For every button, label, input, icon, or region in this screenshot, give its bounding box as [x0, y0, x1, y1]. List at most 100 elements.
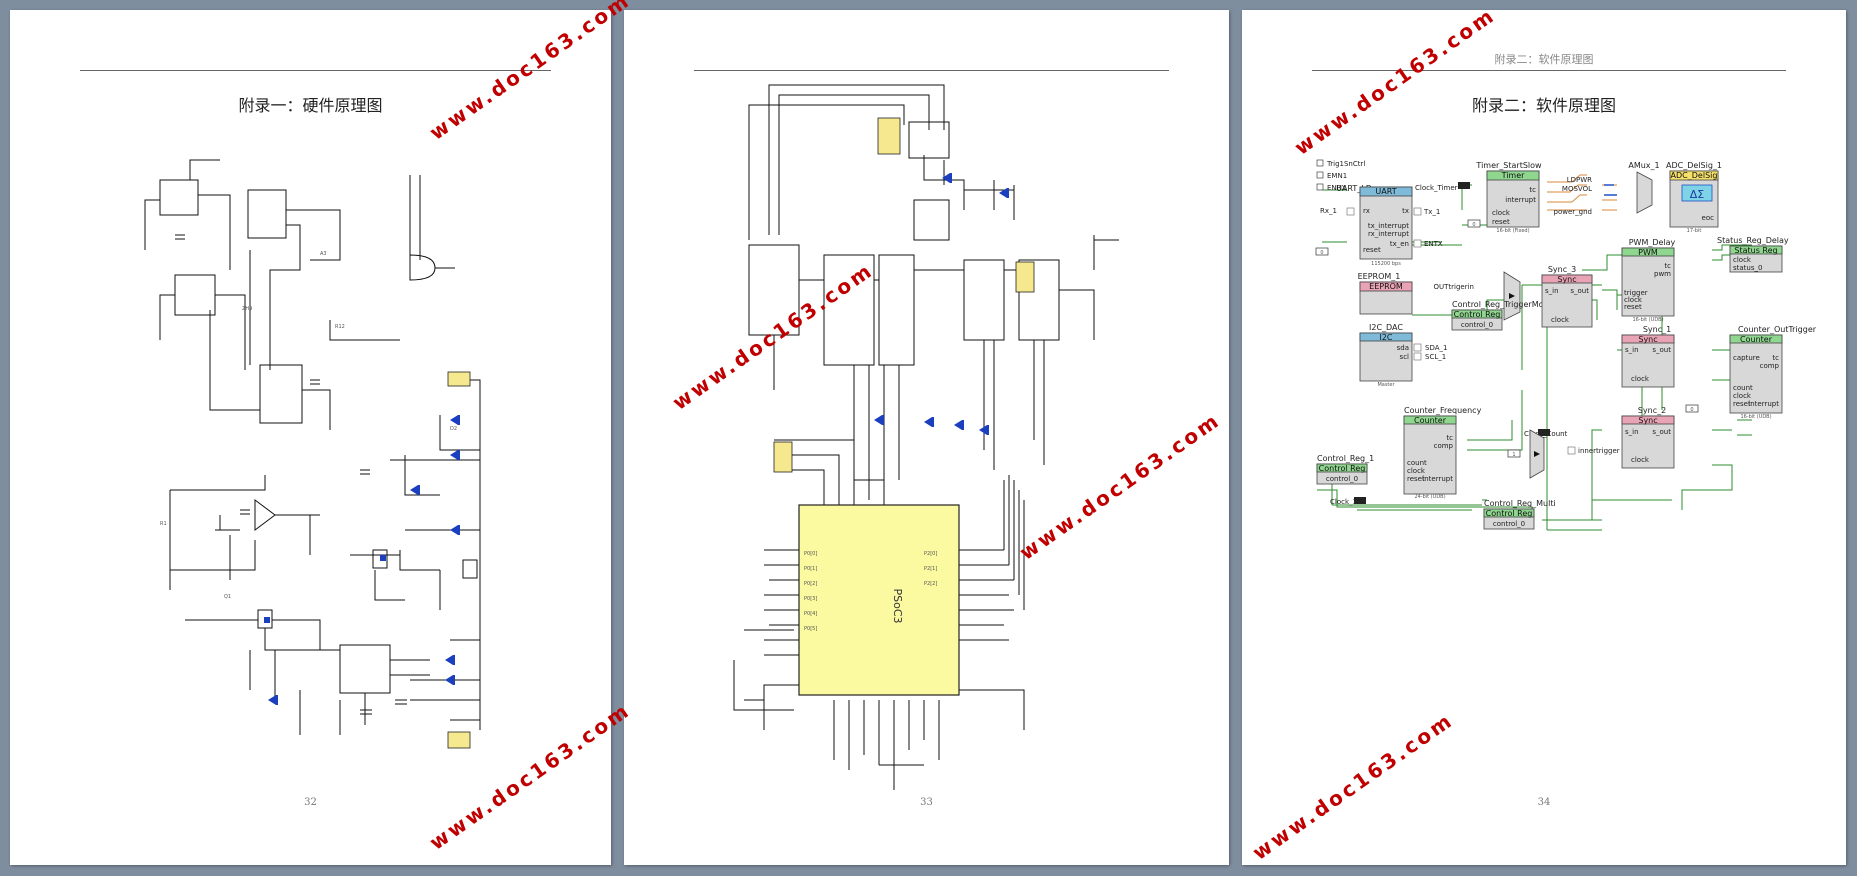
svg-text:Status Reg: Status Reg [1734, 246, 1777, 255]
svg-text:tc: tc [1664, 262, 1671, 270]
svg-text:P0[3]: P0[3] [804, 596, 817, 602]
svg-text:Timer_StartSlow: Timer_StartSlow [1475, 161, 1542, 170]
sync2-block: Sync_2 Sync s_in s_out clock [1621, 406, 1675, 469]
amux-block: AMux_1 [1628, 161, 1660, 214]
entx-label: ENTX [1424, 240, 1443, 248]
svg-text:reset: reset [1492, 218, 1510, 226]
svg-text:115200 bps: 115200 bps [1371, 261, 1401, 267]
svg-text:count: count [1407, 459, 1427, 467]
svg-text:Sync_2: Sync_2 [1638, 406, 1666, 415]
adc-block: ADC_DelSig_1 ADC_DelSig ΔΣ eoc 17-bit [1666, 161, 1722, 234]
tx-label: Tx_1 [1423, 208, 1440, 216]
page-number: 33 [920, 797, 933, 808]
svg-text:Sync: Sync [1557, 275, 1576, 284]
svg-text:Sync: Sync [1638, 416, 1657, 425]
sda-output: SDA_1 [1425, 344, 1447, 352]
svg-text:PWM_Delay: PWM_Delay [1629, 238, 1676, 247]
chip-label: PSoC3 [891, 588, 904, 623]
innertrigger-label: innertrigger [1578, 447, 1620, 455]
svg-text:17-bit: 17-bit [1687, 228, 1702, 234]
scl-output: SCL_1 [1425, 353, 1446, 361]
svg-text:Control_Reg_Multi: Control_Reg_Multi [1484, 499, 1556, 508]
svg-text:tx_en: tx_en [1390, 240, 1409, 248]
page-title: 附录一：硬件原理图 [238, 96, 383, 115]
page-title: 附录二：软件原理图 [1471, 96, 1616, 115]
svg-text:Timer: Timer [1501, 171, 1526, 180]
svg-text:Control_Reg_1: Control_Reg_1 [1317, 454, 1374, 463]
control-reg-1-block: Control_Reg_1 Control Reg control_0 [1316, 454, 1374, 485]
svg-text:tx: tx [1402, 207, 1409, 215]
svg-text:1: 1 [1512, 452, 1515, 458]
status-reg-block: Status_Reg_Delay Status Reg clock status… [1717, 236, 1789, 273]
svg-text:EEPROM_1: EEPROM_1 [1358, 272, 1401, 281]
amux-input-mosvol: MOSVOL [1562, 185, 1592, 193]
svg-text:EEPROM: EEPROM [1369, 282, 1403, 291]
clock-timer-label: Clock_Timer [1415, 184, 1458, 192]
svg-text:UART_LD: UART_LD [1336, 184, 1372, 193]
svg-text:count: count [1733, 384, 1753, 392]
svg-text:trigger: trigger [1624, 289, 1648, 297]
svg-text:Q1: Q1 [224, 594, 231, 600]
page-number: 32 [304, 797, 317, 808]
component-checkboxes: Trig1SnCtrl EMN1 ENRX [1316, 159, 1365, 192]
svg-text:ADC_DelSig_1: ADC_DelSig_1 [1666, 161, 1722, 170]
svg-text:s_out: s_out [1570, 287, 1589, 295]
svg-text:control_0: control_0 [1461, 321, 1493, 329]
svg-text:Sync: Sync [1638, 335, 1657, 344]
svg-text:pwm: pwm [1654, 270, 1671, 278]
svg-text:s_in: s_in [1545, 287, 1559, 295]
svg-text:Master: Master [1377, 382, 1395, 388]
svg-text:Counter_Frequency: Counter_Frequency [1404, 406, 1482, 415]
svg-text:0: 0 [1472, 222, 1475, 228]
psoc-chip [798, 504, 960, 696]
header-rule [80, 70, 551, 71]
header-rule [694, 70, 1169, 71]
svg-text:R12: R12 [335, 324, 345, 330]
document-page-32: 附录一：硬件原理图 [10, 10, 611, 865]
svg-text:reset: reset [1624, 303, 1642, 311]
svg-text:16-bit (Fixed): 16-bit (Fixed) [1496, 228, 1529, 234]
svg-text:clock: clock [1733, 256, 1752, 264]
running-header: 附录二：软件原理图 [1494, 53, 1594, 66]
svg-text:control_0: control_0 [1326, 475, 1358, 483]
svg-text:clock: clock [1551, 316, 1570, 324]
svg-text:P0[0]: P0[0] [804, 551, 817, 557]
rx-label: Rx_1 [1320, 207, 1337, 215]
svg-text:P2[0]: P2[0] [924, 551, 937, 557]
svg-text:16-bit (UDB): 16-bit (UDB) [1632, 317, 1663, 323]
svg-text:eoc: eoc [1702, 214, 1715, 222]
sync1-block: Sync_1 Sync s_in s_out clock [1621, 325, 1675, 388]
svg-text:reset: reset [1733, 400, 1751, 408]
svg-text:P2[1]: P2[1] [924, 566, 937, 572]
svg-text:Control Reg: Control Reg [1454, 310, 1501, 319]
svg-text:Counter: Counter [1740, 335, 1773, 344]
svg-text:A3: A3 [320, 251, 327, 257]
svg-text:clock: clock [1631, 456, 1650, 464]
svg-text:comp: comp [1760, 362, 1780, 370]
svg-text:rx_interrupt: rx_interrupt [1368, 230, 1409, 238]
svg-text:capture: capture [1733, 354, 1760, 362]
counter-outtrigger-block: Counter_OutTrigger Counter capture count… [1729, 325, 1817, 420]
svg-text:UART: UART [1375, 187, 1396, 196]
svg-text:Control_Reg_TriggerMode: Control_Reg_TriggerMode [1452, 300, 1554, 309]
svg-text:tc: tc [1772, 354, 1779, 362]
svg-text:P0[2]: P0[2] [804, 581, 817, 587]
svg-text:tc: tc [1446, 434, 1453, 442]
svg-text:s_in: s_in [1625, 428, 1639, 436]
eeprom-block: EEPROM_1 EEPROM [1358, 272, 1413, 315]
svg-text:0: 0 [1690, 407, 1693, 413]
document-page-33: PSoC3 P0[0]P0[1]P0[2] P0[3]P0[4]P0[5] P2… [624, 10, 1229, 865]
svg-text:clock: clock [1631, 375, 1650, 383]
svg-text:ADC_DelSig: ADC_DelSig [1671, 171, 1718, 180]
checkbox-enrx: ENRX [1327, 184, 1347, 192]
svg-text:PWM: PWM [1638, 248, 1658, 257]
svg-text:P2[2]: P2[2] [924, 581, 937, 587]
svg-text:Sync_3: Sync_3 [1548, 265, 1576, 274]
outtrigger-input: OUTtrigerin [1434, 283, 1475, 291]
svg-text:s_in: s_in [1625, 346, 1639, 354]
uart-block: UART_LD UART rx reset tx tx_interrupt rx… [1336, 184, 1413, 267]
svg-text:clock: clock [1733, 392, 1752, 400]
sync3-block: Sync_3 Sync s_in s_out clock [1541, 265, 1593, 328]
header-rule [1312, 70, 1786, 71]
